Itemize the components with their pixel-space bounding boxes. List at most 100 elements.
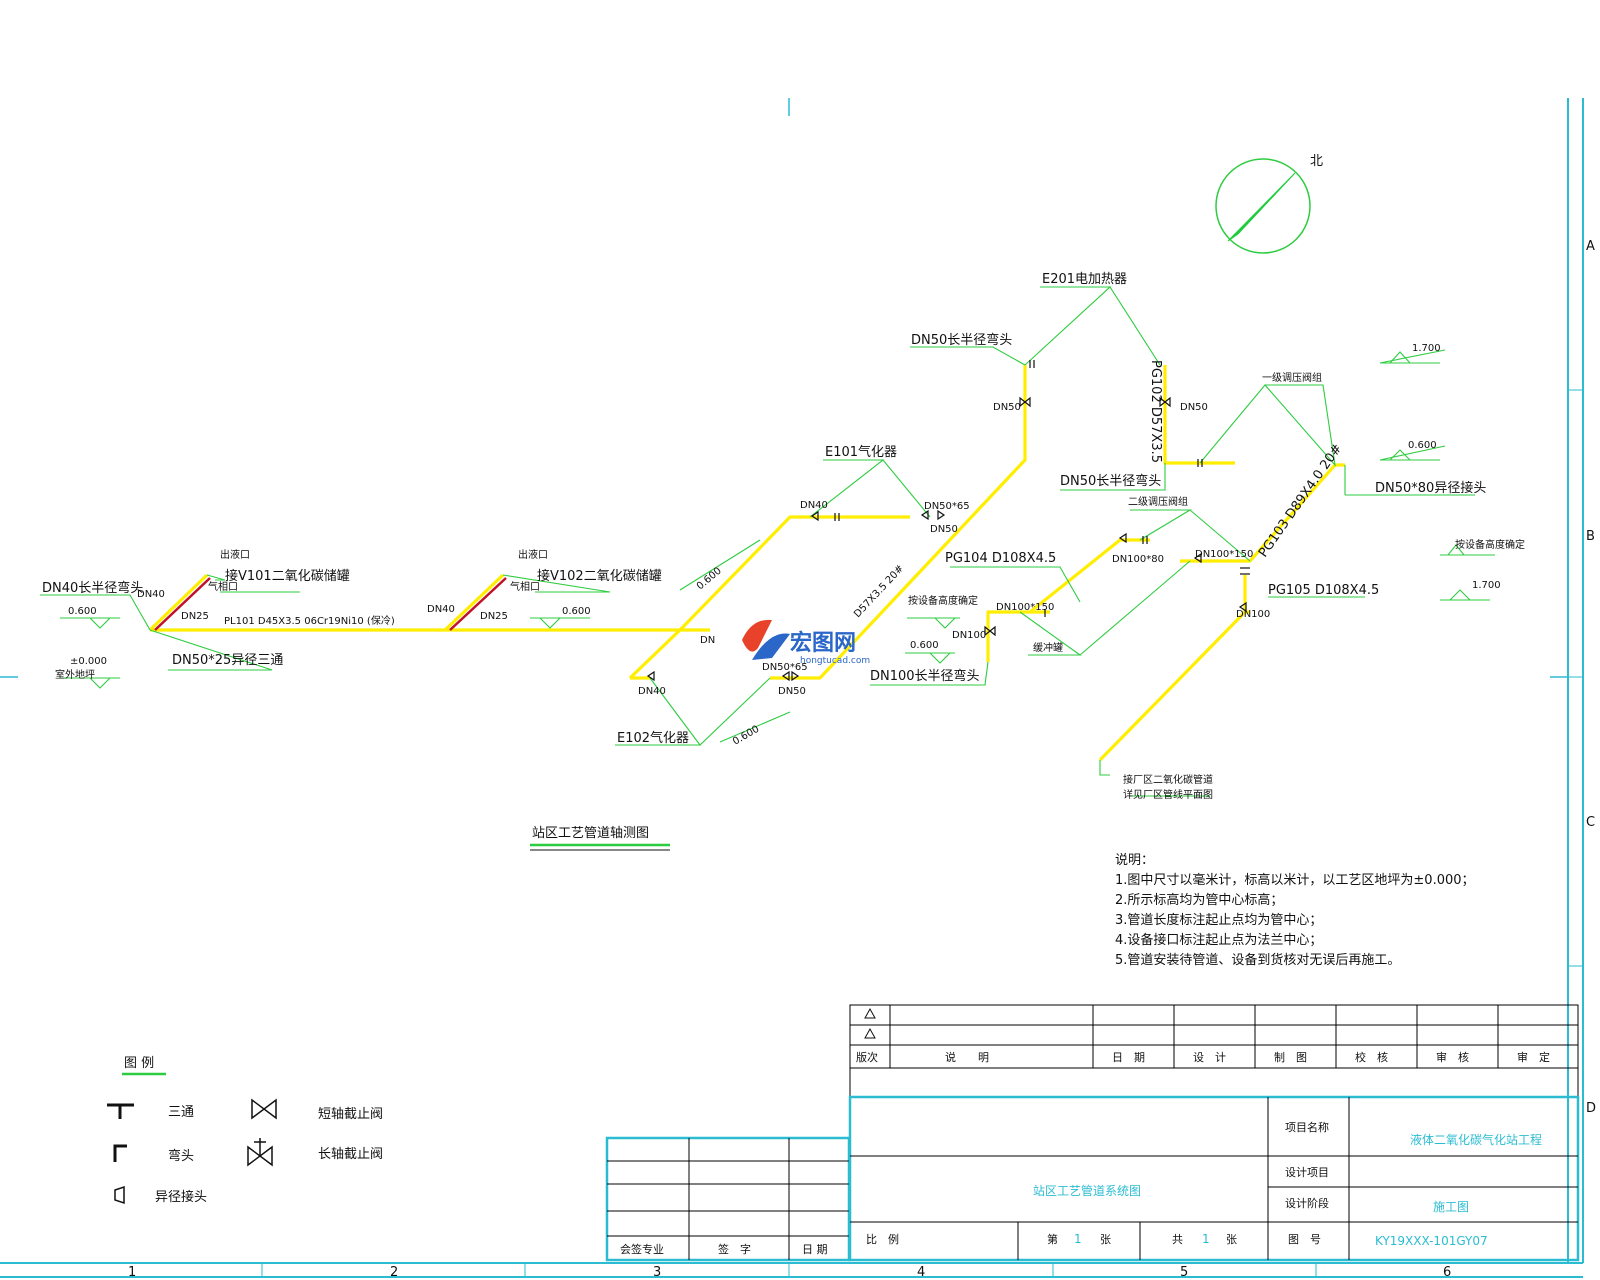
dn50-65-label-b: DN50*65 xyxy=(762,662,808,673)
elevation-0600-e: 0.600 xyxy=(910,640,939,651)
sheet-label-post: 张 xyxy=(1100,1233,1111,1246)
legend-label-long-valve: 长轴截止阀 xyxy=(318,1147,383,1162)
e201-heater-label: E201电加热器 xyxy=(1042,272,1127,287)
pg102-label: PG102 D57X3.5 xyxy=(1148,360,1163,463)
legend-title: 图 例 xyxy=(124,1056,154,1071)
legend-label-tee: 三通 xyxy=(168,1105,194,1120)
revision-header-version: 版次 xyxy=(856,1050,878,1064)
pipelines xyxy=(148,365,1345,762)
dn100-80-label: DN100*80 xyxy=(1112,554,1164,565)
revision-header-drafting: 制 图 xyxy=(1274,1051,1307,1064)
dn50-elbow-label-a: DN50长半径弯头 xyxy=(911,332,1012,348)
design-item-label: 设计项目 xyxy=(1285,1166,1329,1179)
dn100-label-b: DN100 xyxy=(1236,609,1270,620)
revision-header-date: 日 期 xyxy=(1112,1051,1145,1064)
drawing-title-value: 站区工艺管道系统图 xyxy=(1033,1183,1141,1198)
drawing-number-value: KY19XXX-101GY07 xyxy=(1375,1234,1488,1248)
legend-label-elbow: 弯头 xyxy=(168,1148,194,1164)
notes-heading: 说明： xyxy=(1115,853,1154,868)
watermark-logo-icon xyxy=(742,619,790,660)
countersign-table xyxy=(605,1136,851,1262)
project-name-label: 项目名称 xyxy=(1285,1120,1329,1134)
dn25-label-b: DN25 xyxy=(480,611,508,622)
drawing-border xyxy=(0,98,1584,1278)
countersign-header-signature: 签 字 xyxy=(718,1242,751,1256)
tee-icon xyxy=(107,1103,134,1119)
cryogenic-branch-marks xyxy=(154,577,507,631)
column-label-4: 4 xyxy=(917,1265,925,1280)
by-equipment-height-label-b: 按设备高度确定 xyxy=(908,594,978,607)
row-label-a: A xyxy=(1586,239,1595,254)
design-stage-value: 施工图 xyxy=(1433,1200,1469,1214)
column-label-2: 2 xyxy=(390,1265,398,1280)
dn50-elbow-label-b: DN50长半径弯头 xyxy=(1060,473,1161,489)
sheet-label-pre: 第 xyxy=(1047,1232,1058,1246)
dn50-label-c: DN50 xyxy=(930,524,958,535)
dn40-label-a: DN40 xyxy=(800,500,828,511)
dn25-label-a: DN25 xyxy=(181,611,209,622)
elevation-1700-b: 1.700 xyxy=(1472,580,1501,591)
pg104-label: PG104 D108X4.5 xyxy=(945,551,1056,566)
note-item: 4.设备接口标注起止点为法兰中心； xyxy=(1115,932,1322,948)
row-label-b: B xyxy=(1586,529,1595,544)
pg103-label: PG103 D89X4.0 20# xyxy=(1256,441,1345,560)
scale-label: 比 例 xyxy=(866,1232,899,1246)
dn50-label-d: DN50 xyxy=(778,686,806,697)
elevation-markers xyxy=(60,351,1495,743)
legend-label-short-valve: 短轴截止阀 xyxy=(318,1107,383,1122)
dn40-elbow-label: DN40长半径弯头 xyxy=(42,580,143,596)
revision-header-approve: 审 定 xyxy=(1517,1050,1550,1064)
dn40-label-b: DN40 xyxy=(137,589,165,600)
note-item: 1.图中尺寸以毫米计，标高以米计，以工艺区地坪为±0.000； xyxy=(1115,872,1475,888)
dn50-label-a: DN50 xyxy=(993,402,1021,413)
plant-pipe-label-2: 详见厂区管线平面图 xyxy=(1123,788,1213,801)
drawing-title: 站区工艺管道轴测图 xyxy=(532,826,649,841)
watermark-url: hongtucad.com xyxy=(800,656,870,666)
pl101-label: PL101 D45X3.5 06Cr19Ni10 (保冷) xyxy=(224,614,395,627)
dn100-label-a: DN100 xyxy=(952,630,986,641)
column-label-3: 3 xyxy=(653,1265,661,1280)
total-number: 1 xyxy=(1202,1232,1210,1246)
gas-inlet-label-2: 气相口 xyxy=(510,580,540,593)
buffer-tank-label: 缓冲罐 xyxy=(1033,641,1063,654)
e101-vaporizer-label: E101气化器 xyxy=(825,444,897,460)
dn50-label-b: DN50 xyxy=(1180,402,1208,413)
elbow-icon xyxy=(113,1144,127,1162)
north-arrow-icon xyxy=(1215,158,1311,254)
revision-header-check: 校 核 xyxy=(1355,1050,1388,1064)
revision-header-review: 审 核 xyxy=(1436,1050,1469,1064)
total-label-post: 张 xyxy=(1226,1233,1237,1246)
note-item: 2.所示标高均为管中心标高； xyxy=(1115,892,1283,908)
elevation-0600-c: 0.600 xyxy=(562,606,591,617)
column-label-1: 1 xyxy=(128,1265,136,1280)
dn100-150-label-b: DN100*150 xyxy=(996,602,1054,613)
plant-pipe-label-1: 接厂区二氧化碳管道 xyxy=(1123,773,1213,786)
e102-vaporizer-label: E102气化器 xyxy=(617,730,689,746)
valve-symbols xyxy=(646,360,1250,682)
dn100-elbow-label: DN100长半径弯头 xyxy=(870,668,980,684)
note-item: 3.管道长度标注起止点均为管中心； xyxy=(1115,912,1322,928)
by-equipment-height-label-a: 按设备高度确定 xyxy=(1455,538,1525,551)
long-stem-valve-icon xyxy=(247,1138,273,1167)
drawing-number-label: 图 号 xyxy=(1288,1233,1321,1246)
elevation-0600-b: 0.600 xyxy=(68,606,97,617)
dn50-25-tee-label: DN50*25异径三通 xyxy=(172,653,283,668)
tank-v102-label: 接V102二氧化碳储罐 xyxy=(537,568,662,584)
title-block xyxy=(848,1095,1580,1262)
countersign-header-discipline: 会签专业 xyxy=(620,1242,664,1256)
dn40-label-d: DN40 xyxy=(638,686,666,697)
note-item: 5.管道安装待管道、设备到货核对无误后再施工。 xyxy=(1115,952,1400,968)
project-name-value: 液体二氧化碳气化站工程 xyxy=(1410,1132,1542,1147)
design-stage-label: 设计阶段 xyxy=(1285,1196,1329,1210)
watermark-name: 宏图网 xyxy=(790,630,856,656)
legend-label-reducer: 异径接头 xyxy=(155,1189,207,1205)
first-stage-regulator-label: 一级调压阀组 xyxy=(1262,371,1322,384)
revision-header-design: 设 计 xyxy=(1193,1051,1226,1064)
total-label-pre: 共 xyxy=(1172,1233,1183,1246)
dn50-65-label-a: DN50*65 xyxy=(924,501,970,512)
short-stem-valve-icon xyxy=(251,1098,277,1120)
dn-truncated-label: DN xyxy=(700,635,715,646)
row-label-d: D xyxy=(1586,1101,1596,1116)
column-label-6: 6 xyxy=(1443,1265,1451,1280)
elevation-0600-f: 0.600 xyxy=(731,724,761,748)
